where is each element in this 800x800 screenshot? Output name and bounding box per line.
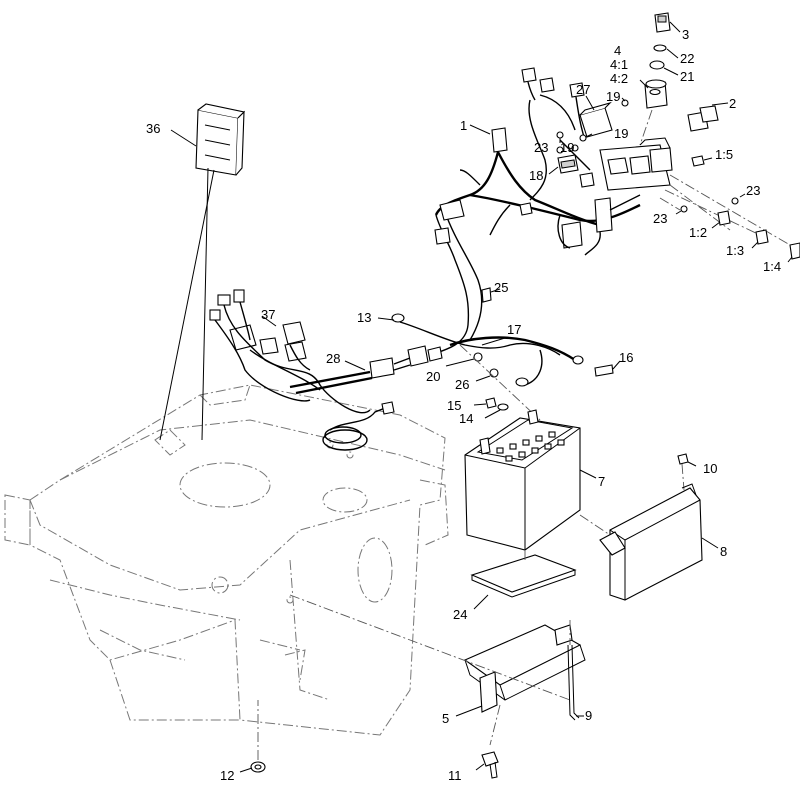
label-12: 12 bbox=[220, 768, 234, 783]
label-1-5: 1:5 bbox=[715, 147, 733, 162]
label-9: 9 bbox=[585, 708, 592, 723]
label-10: 10 bbox=[703, 461, 717, 476]
label-23-c: 23 bbox=[653, 211, 667, 226]
harness-28 bbox=[289, 357, 411, 395]
label-3: 3 bbox=[682, 27, 689, 42]
relay-2 bbox=[687, 102, 729, 132]
label-37: 37 bbox=[261, 307, 275, 322]
battery-7 bbox=[464, 409, 597, 551]
tractor-frame bbox=[4, 384, 449, 736]
label-26: 26 bbox=[455, 377, 469, 392]
label-24: 24 bbox=[453, 607, 467, 622]
label-1: 1 bbox=[460, 118, 467, 133]
label-18: 18 bbox=[529, 168, 543, 183]
label-17: 17 bbox=[507, 322, 521, 337]
label-1-3: 1:3 bbox=[726, 243, 744, 258]
pad-24 bbox=[470, 550, 577, 610]
label-4-2: 4:2 bbox=[610, 71, 628, 86]
label-11: 11 bbox=[448, 768, 462, 783]
label-19-b: 19 bbox=[614, 126, 628, 141]
label-27: 27 bbox=[576, 82, 590, 97]
label-19-c: 19 bbox=[560, 140, 574, 155]
cable-17 bbox=[407, 336, 584, 421]
display-module-36 bbox=[159, 103, 246, 441]
relay-27 bbox=[579, 95, 613, 138]
callout-labels: 1 2 3 4 4:1 4:2 22 21 27 19 19 19 23 23 … bbox=[146, 27, 781, 783]
label-19-a: 19 bbox=[606, 89, 620, 104]
label-14: 14 bbox=[459, 411, 473, 426]
label-36: 36 bbox=[146, 121, 160, 136]
label-28: 28 bbox=[326, 351, 340, 366]
rod-9 bbox=[567, 620, 584, 721]
cable-13 bbox=[377, 313, 561, 356]
screws-19 bbox=[556, 97, 629, 152]
bolt-16 bbox=[594, 360, 621, 377]
battery-cover-8 bbox=[579, 483, 719, 601]
terminals bbox=[556, 146, 800, 263]
nut-12 bbox=[239, 594, 571, 773]
label-20: 20 bbox=[426, 369, 440, 384]
label-2: 2 bbox=[729, 96, 736, 111]
nut-15 bbox=[473, 397, 497, 409]
harness-37 bbox=[209, 289, 395, 451]
label-21: 21 bbox=[680, 69, 694, 84]
label-22: 22 bbox=[680, 51, 694, 66]
label-13: 13 bbox=[357, 310, 371, 325]
label-15: 15 bbox=[447, 398, 461, 413]
key-switch-assembly bbox=[639, 12, 681, 146]
label-23-b: 23 bbox=[746, 183, 760, 198]
label-4: 4 bbox=[614, 43, 621, 58]
main-harness-1 bbox=[429, 67, 641, 356]
switch-panel bbox=[599, 137, 791, 246]
label-5: 5 bbox=[442, 711, 449, 726]
switch-18 bbox=[548, 154, 579, 175]
battery-tray-5 bbox=[455, 624, 586, 746]
bolt-11 bbox=[475, 751, 499, 779]
label-7: 7 bbox=[598, 474, 605, 489]
label-1-2: 1:2 bbox=[689, 225, 707, 240]
label-1-4: 1:4 bbox=[763, 259, 781, 274]
washer-14 bbox=[484, 403, 509, 419]
label-8: 8 bbox=[720, 544, 727, 559]
nut-10 bbox=[677, 453, 697, 491]
bolt-25 bbox=[481, 287, 501, 303]
label-16: 16 bbox=[619, 350, 633, 365]
label-25: 25 bbox=[494, 280, 508, 295]
label-4-1: 4:1 bbox=[610, 57, 628, 72]
label-23-a: 23 bbox=[534, 140, 548, 155]
